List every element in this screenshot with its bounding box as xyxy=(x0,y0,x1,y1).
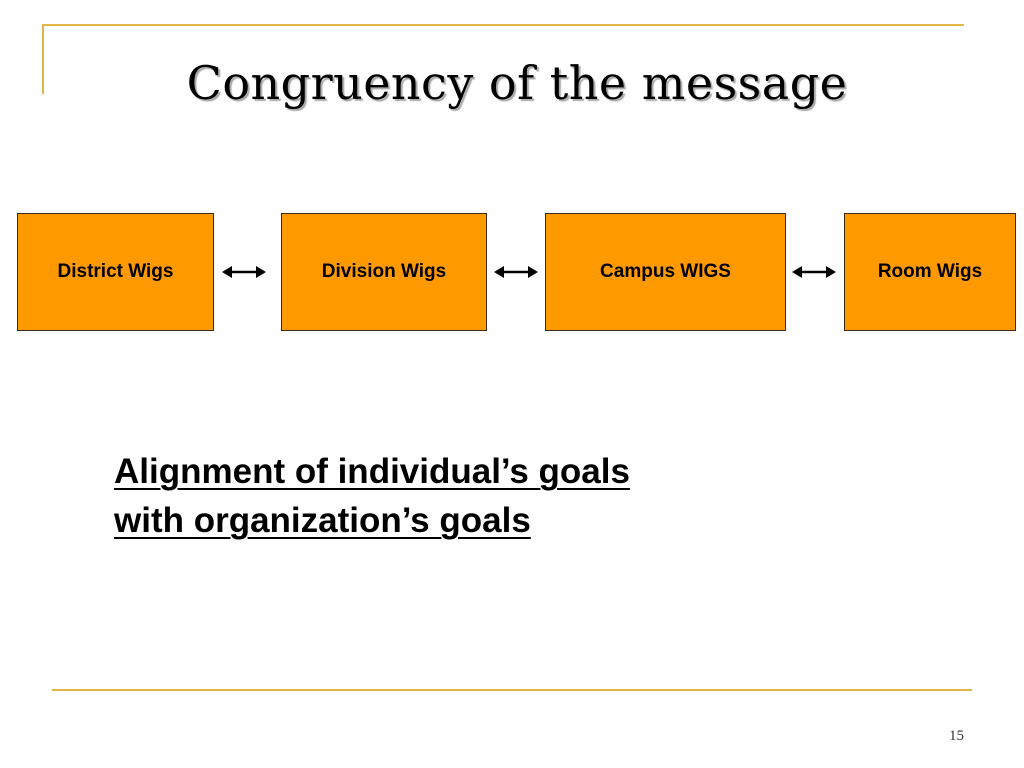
box-division-wigs: Division Wigs xyxy=(281,213,487,331)
double-arrow-icon xyxy=(792,266,836,278)
slide-title: Congruency of the message xyxy=(186,56,848,110)
box-room-wigs: Room Wigs xyxy=(844,213,1016,331)
statement-line-2: with organization’s goals xyxy=(114,501,531,540)
double-arrow-icon xyxy=(494,266,538,278)
alignment-statement: Alignment of individual’s goals with org… xyxy=(114,447,630,545)
box-campus-wigs: Campus WIGS xyxy=(545,213,786,331)
footer-rule xyxy=(52,689,972,691)
frame-left-rule xyxy=(42,24,44,94)
page-number: 15 xyxy=(949,728,964,744)
box-district-wigs: District Wigs xyxy=(17,213,214,331)
frame-top-rule xyxy=(42,24,964,26)
statement-line-1: Alignment of individual’s goals xyxy=(114,452,630,491)
double-arrow-icon xyxy=(222,266,266,278)
